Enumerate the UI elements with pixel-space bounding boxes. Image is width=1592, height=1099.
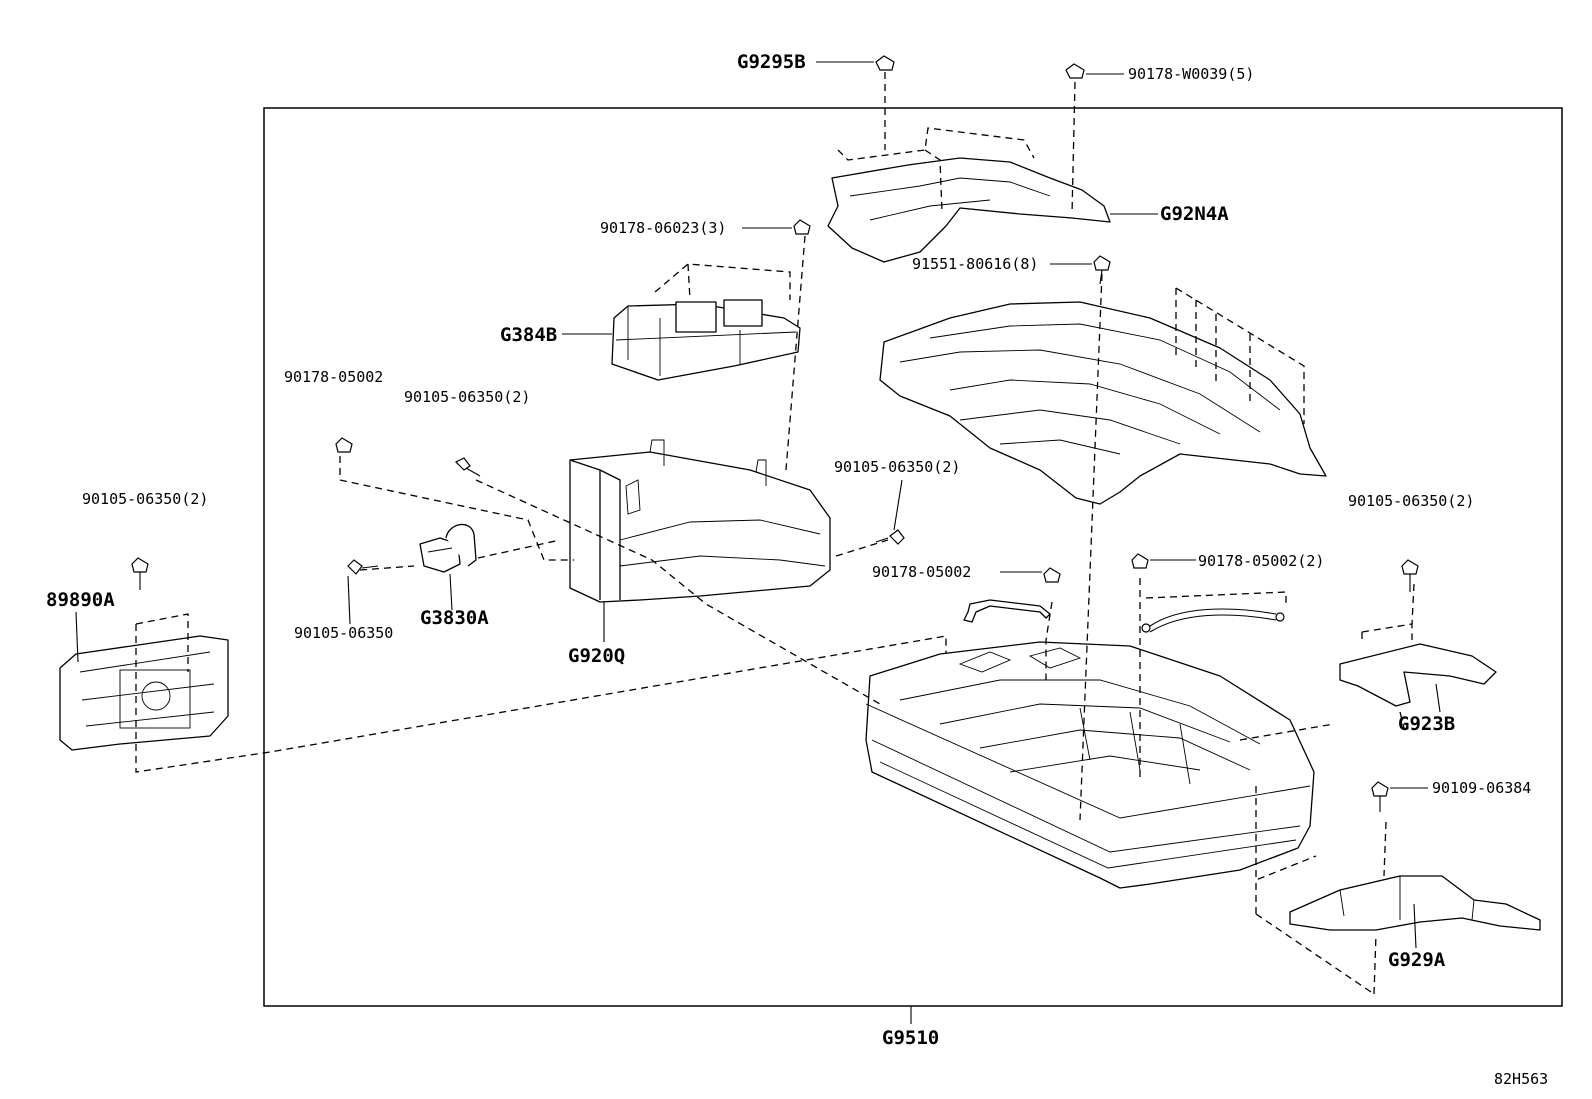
label-g92n4a: G92N4A (1160, 203, 1229, 225)
label-90178-05002-2: 90178-05002(2) (1198, 552, 1324, 570)
fastener-06023 (793, 219, 811, 235)
bolt-06350-single (347, 559, 379, 575)
label-90178-05002-b: 90178-05002 (872, 563, 971, 581)
label-g9510: G9510 (882, 1027, 939, 1049)
bolt-06350-b (875, 529, 905, 545)
bolt-06350-a (454, 457, 481, 477)
bolt-06350-ecu (131, 557, 149, 590)
label-g3830a: G3830A (420, 607, 489, 629)
label-89890a: 89890A (46, 589, 115, 611)
alignment-lines (339, 72, 1415, 880)
fastener-w0039 (1065, 63, 1085, 79)
upper-cover-part (827, 127, 1111, 263)
label-g929a: G929A (1388, 949, 1446, 971)
label-91551-80616: 91551-80616(8) (912, 255, 1038, 273)
battery-stack-part (865, 641, 1315, 889)
label-90105-06350-2-right: 90105-06350(2) (1348, 492, 1474, 510)
leader-lines (75, 61, 1441, 949)
fastener-05002-2 (1131, 553, 1149, 569)
lower-bracket-part (1255, 855, 1541, 995)
diagram-code: 82H563 (1494, 1070, 1548, 1088)
label-90105-06350-2-a: 90105-06350(2) (404, 388, 530, 406)
bolt-80616 (1093, 255, 1111, 285)
label-90105-06350-2-b: 90105-06350(2) (834, 458, 960, 476)
label-90178-w0039: 90178-W0039(5) (1128, 65, 1254, 83)
battery-ecu-part (59, 613, 947, 773)
ground-cable-b-part (1141, 591, 1287, 633)
label-90105-06350-2-left: 90105-06350(2) (82, 490, 208, 508)
assembly-frame (263, 107, 1563, 1007)
label-g923b: G923B (1398, 713, 1455, 735)
label-g9295b: G9295B (737, 51, 806, 73)
fastener-05002-b (1043, 567, 1061, 583)
current-sensor-part (419, 523, 477, 573)
fastener-g9295b (875, 55, 895, 71)
label-90178-05002-a: 90178-05002 (284, 368, 383, 386)
junction-block-part (611, 263, 801, 381)
label-g384b: G384B (500, 324, 557, 346)
label-90178-06023: 90178-06023(3) (600, 219, 726, 237)
battery-bracket-part (569, 439, 831, 603)
bolt-06350-right (1401, 559, 1419, 592)
label-g920q: G920Q (568, 645, 625, 667)
label-90109-06384: 90109-06384 (1432, 779, 1531, 797)
label-90105-06350: 90105-06350 (294, 624, 393, 642)
battery-top-cover-part (879, 287, 1327, 505)
fastener-05002-a (335, 437, 353, 453)
ground-cable-a-part (963, 599, 1051, 623)
bolt-06384 (1371, 781, 1389, 812)
